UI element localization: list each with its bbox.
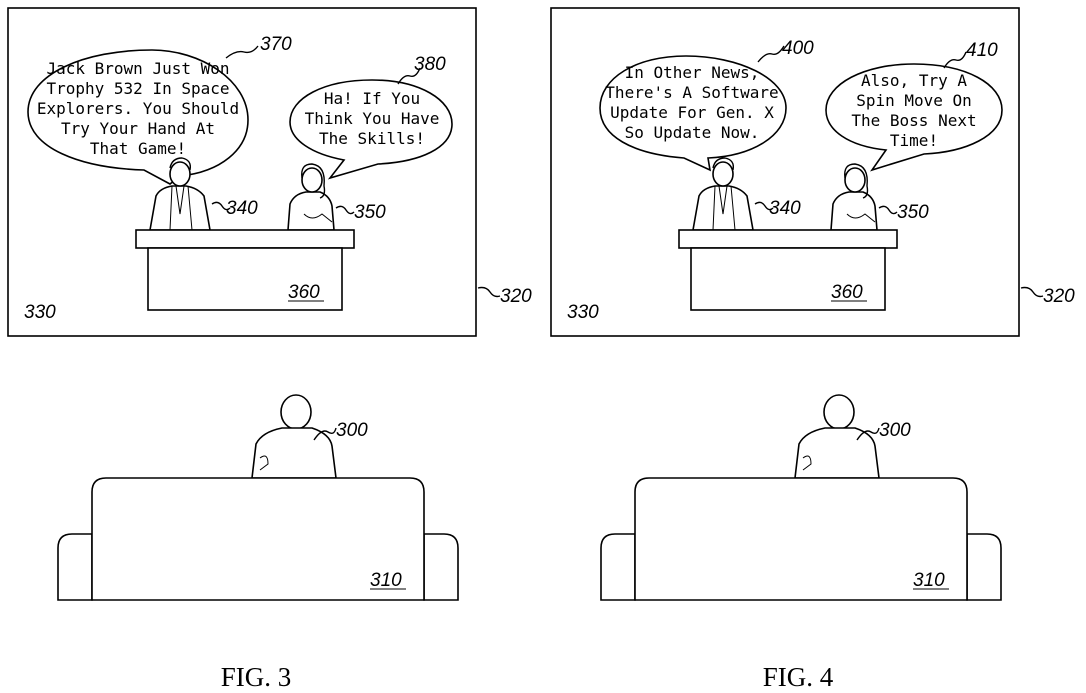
bubble-right-line-1: Ha! If You <box>324 89 420 108</box>
couch <box>57 477 459 601</box>
bubble-left-line-2: There's A Software <box>605 83 778 102</box>
viewer-ref-leader <box>313 427 337 441</box>
bubble-left-line-2: Trophy 532 In Space <box>46 79 229 98</box>
screen-inner-ref: 330 <box>24 302 56 323</box>
bubble-right-line-3: The Skills! <box>319 129 425 148</box>
screen-ref: 320 <box>1043 286 1075 307</box>
figure-caption: FIG. 3 <box>221 662 292 692</box>
anchor-ref: 340 <box>769 198 801 219</box>
bubble-left-ref-leader <box>225 45 259 59</box>
bubble-right-ref-leader <box>943 51 967 69</box>
speech-bubble-right: Also, Try A Spin Move On The Boss Next T… <box>825 63 1003 172</box>
figure-3: 330 320 Jack Brown Just Won Trophy 532 I… <box>7 7 532 692</box>
viewer-ref-leader <box>856 427 880 441</box>
news-desk <box>135 229 355 311</box>
viewer-ref: 300 <box>336 420 368 441</box>
bubble-right-line-1: Also, Try A <box>861 71 967 90</box>
coanchor-ref-leader <box>335 205 355 215</box>
desk-ref: 360 <box>831 282 863 303</box>
bubble-left-line-4: Try Your Hand At <box>61 119 215 138</box>
couch-ref: 310 <box>913 570 945 591</box>
bubble-left-line-1: In Other News, <box>625 63 760 82</box>
couch-ref: 310 <box>370 570 402 591</box>
male-anchor-figure <box>692 157 754 231</box>
female-anchor-figure <box>287 163 335 231</box>
female-anchor-figure <box>830 163 878 231</box>
bubble-left-line-3: Update For Gen. X <box>610 103 774 122</box>
coanchor-ref-leader <box>878 205 898 215</box>
speech-bubble-left: Jack Brown Just Won Trophy 532 In Space … <box>27 49 249 185</box>
bubble-right-line-3: The Boss Next <box>851 111 976 130</box>
bubble-right-ref-leader <box>397 67 421 85</box>
viewer-figure <box>251 394 337 479</box>
viewer-ref: 300 <box>879 420 911 441</box>
speech-bubble-left: In Other News, There's A Software Update… <box>599 55 787 172</box>
anchor-ref-leader <box>754 201 774 211</box>
bubble-right-ref: 410 <box>966 40 998 61</box>
bubble-left-ref: 370 <box>260 34 292 55</box>
viewer-figure <box>794 394 880 479</box>
coanchor-ref: 350 <box>897 202 929 223</box>
screen-inner-ref: 330 <box>567 302 599 323</box>
male-anchor-figure <box>149 157 211 231</box>
screen-ref-leader <box>1020 286 1044 298</box>
bubble-right-line-2: Spin Move On <box>856 91 972 110</box>
figure-caption: FIG. 4 <box>763 662 834 692</box>
bubble-right-line-2: Think You Have <box>305 109 440 128</box>
news-desk <box>678 229 898 311</box>
coanchor-ref: 350 <box>354 202 386 223</box>
bubble-left-line-1: Jack Brown Just Won <box>46 59 229 78</box>
bubble-right-line-4: Time! <box>890 131 938 150</box>
figure-4: 330 320 In Other News, There's A Softwar… <box>550 7 1075 692</box>
bubble-left-line-5: That Game! <box>90 139 186 158</box>
bubble-left-ref-leader <box>757 45 785 63</box>
bubble-left-ref: 400 <box>782 38 814 59</box>
speech-bubble-right: Ha! If You Think You Have The Skills! <box>289 79 453 180</box>
desk-ref: 360 <box>288 282 320 303</box>
couch <box>600 477 1002 601</box>
bubble-left-line-4: So Update Now. <box>625 123 760 142</box>
anchor-ref: 340 <box>226 198 258 219</box>
screen-ref-leader <box>477 286 501 298</box>
screen-ref: 320 <box>500 286 532 307</box>
bubble-left-line-3: Explorers. You Should <box>37 99 239 118</box>
bubble-right-ref: 380 <box>414 54 446 75</box>
anchor-ref-leader <box>211 201 231 211</box>
